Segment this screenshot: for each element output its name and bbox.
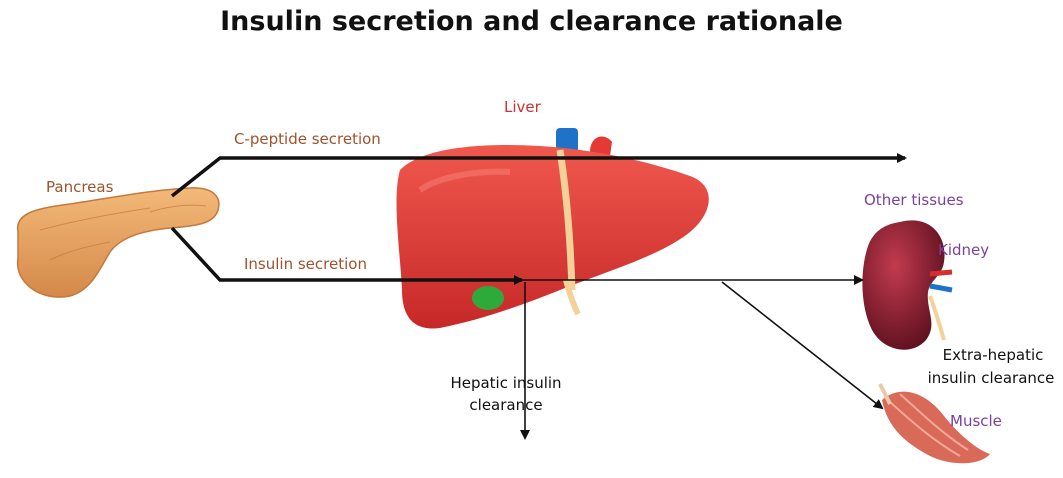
extra-hepatic-label-line2: insulin clearance bbox=[922, 369, 1060, 387]
hepatic-clearance-label-line2: clearance bbox=[436, 396, 576, 414]
pancreas-label: Pancreas bbox=[46, 178, 113, 196]
insulin-secretion-label: Insulin secretion bbox=[244, 255, 367, 273]
pancreas-illustration bbox=[18, 188, 219, 297]
kidney-illustration bbox=[862, 220, 952, 349]
muscle-label: Muscle bbox=[950, 412, 1002, 430]
hepatic-clearance-label-line1: Hepatic insulin bbox=[436, 374, 576, 392]
to-muscle-arrow bbox=[722, 282, 882, 408]
liver-label: Liver bbox=[504, 98, 541, 116]
other-tissues-label: Other tissues bbox=[864, 191, 964, 209]
extra-hepatic-label-line1: Extra-hepatic bbox=[928, 346, 1058, 364]
c-peptide-label: C-peptide secretion bbox=[234, 130, 381, 148]
kidney-label: Kidney bbox=[938, 241, 989, 259]
